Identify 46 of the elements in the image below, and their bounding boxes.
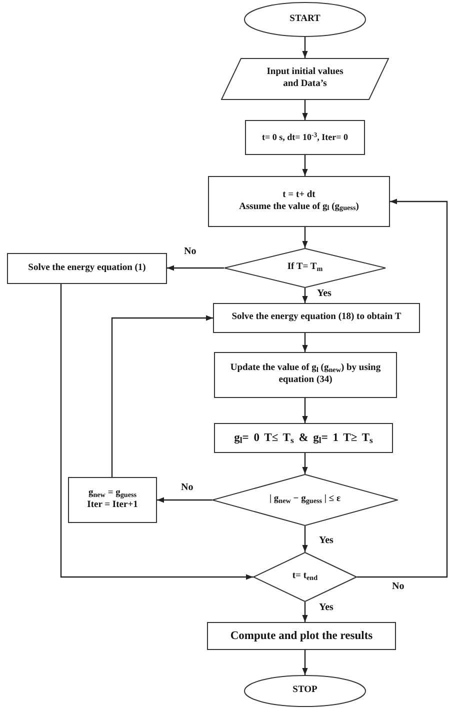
process-box bbox=[208, 176, 390, 227]
step-text: Input initial values and Data’s bbox=[266, 67, 344, 91]
step-text: Iter = Iter+1 bbox=[87, 500, 138, 512]
process-box bbox=[214, 423, 393, 453]
arrow bbox=[302, 602, 308, 622]
process-box bbox=[214, 352, 397, 398]
condition-text: If T= T$_{m}$ bbox=[287, 262, 323, 274]
arrow bbox=[302, 453, 308, 474]
arrow bbox=[157, 497, 212, 503]
condition-text: t= t$_{end}$ bbox=[292, 571, 318, 583]
process-box bbox=[7, 253, 167, 284]
step-text: Compute and plot the results bbox=[230, 628, 373, 644]
arrow bbox=[302, 398, 308, 423]
condition-text: | g$_{new}$ − g$_{guess}$ | ≤ ε bbox=[269, 494, 341, 506]
process-box bbox=[245, 120, 365, 155]
edge-label: Yes bbox=[316, 289, 332, 299]
edge-label: No bbox=[183, 247, 198, 257]
step-text: Update the value of g$_{l}$ (g$_{new}$) by using equation (34) bbox=[229, 363, 382, 387]
terminal-text: START bbox=[290, 14, 320, 26]
arrow bbox=[302, 333, 308, 352]
arrow bbox=[302, 100, 308, 120]
process-box bbox=[68, 477, 157, 523]
step-text: g$_{l}$= 0 T≤ T$_{s}$ & g$_{l}$= 1 T≥ T$_{s}$ bbox=[234, 430, 373, 446]
arrow bbox=[111, 315, 213, 477]
arrow bbox=[302, 227, 308, 248]
arrow bbox=[167, 265, 224, 271]
arrow bbox=[302, 526, 308, 552]
process-box bbox=[213, 303, 420, 333]
edge-label: No bbox=[391, 582, 406, 592]
edge-label: No bbox=[180, 483, 194, 493]
edge-label: Yes bbox=[318, 536, 334, 546]
terminal-text: STOP bbox=[292, 685, 318, 697]
step-text: g$_{new}$ = g$_{guess}$ bbox=[88, 488, 137, 500]
arrow bbox=[302, 650, 308, 675]
step-text: t= 0 s, dt= 10$^{-3}$, Iter= 0 bbox=[262, 132, 348, 144]
arrow bbox=[302, 155, 308, 176]
arrow bbox=[357, 198, 448, 578]
step-text: Assume the value of g$_{l}$ (g$_{guess}$) bbox=[239, 202, 359, 214]
edge-label: Yes bbox=[318, 603, 334, 613]
arrow bbox=[60, 284, 253, 580]
process-box bbox=[207, 622, 396, 650]
step-text: t = t+ dt bbox=[282, 190, 316, 202]
step-text: Solve the energy equation (1) bbox=[28, 262, 146, 274]
arrow bbox=[302, 37, 308, 58]
arrow bbox=[302, 288, 308, 303]
step-text: Solve the energy equation (18) to obtain T bbox=[232, 312, 402, 324]
